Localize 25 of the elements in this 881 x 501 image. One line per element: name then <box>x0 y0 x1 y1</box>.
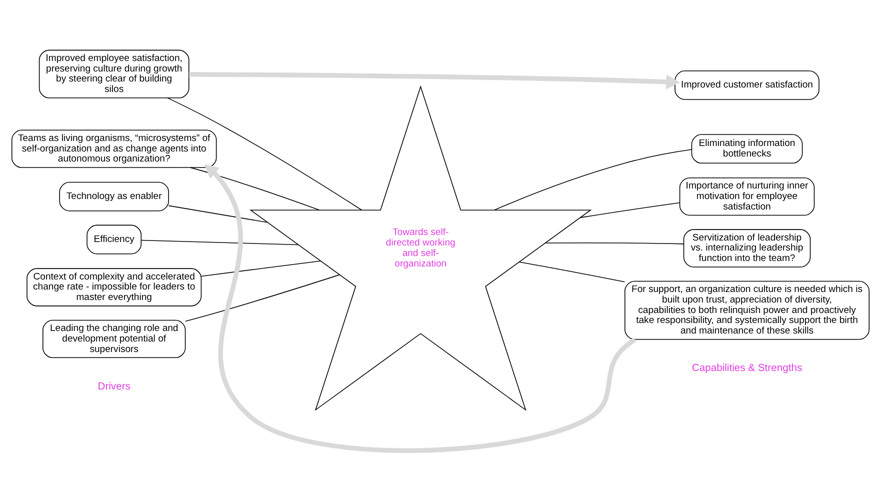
node-box: Servitization of leadership vs. internalizing leadership function into the team? <box>683 229 811 268</box>
connector <box>140 240 299 246</box>
label: Capabilities & Strengths <box>692 363 802 374</box>
node-box: Teams as living organisms, “microsystems” of self-organization and as change agents into autonomous organization? <box>11 130 217 168</box>
connector <box>544 242 684 244</box>
node-box: Importance of nurturing inner motivation for employee satisfaction <box>679 177 815 216</box>
connector <box>494 149 692 210</box>
node-box: Technology as enabler <box>59 182 169 212</box>
arrow <box>189 72 680 90</box>
node-box: Improved employee satisfaction, preserving culture during growth by steering clear of building silos <box>38 50 190 98</box>
node-box: Eliminating information bottlenecks <box>691 134 803 164</box>
label: Drivers <box>98 381 130 392</box>
node-box: Efficiency <box>86 224 142 254</box>
connector <box>185 274 340 322</box>
connector <box>167 98 362 210</box>
node-box: For support, an organization culture is needed which is built upon trust, appreciation of diversity, capabilities to both relinquish power and proactively take responsibility, and systemically support the birth and maintenance of these skills <box>624 280 870 340</box>
connector <box>580 202 680 218</box>
connector <box>190 167 320 210</box>
arrow <box>204 164 636 453</box>
node-box: Improved customer satisfaction <box>674 70 820 100</box>
connector <box>518 262 626 282</box>
connector <box>200 260 321 277</box>
node-box: Leading the changing role and development potential of supervisors <box>42 320 186 358</box>
node-box: Context of complexity and accelerated change rate - impossible for leaders to master everything <box>26 268 202 306</box>
connector <box>168 205 268 223</box>
